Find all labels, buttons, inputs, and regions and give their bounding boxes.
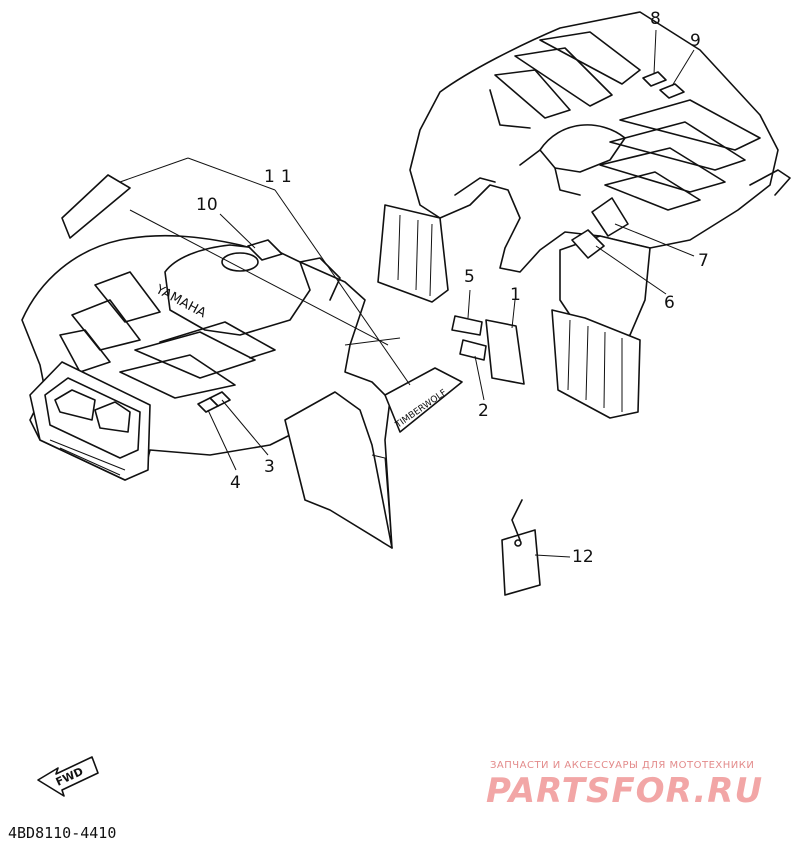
decal-11-timberwolf: TIMBERWOLF [384, 367, 463, 433]
decal-11-left-panel [61, 174, 131, 239]
callout-8: 8 [650, 9, 661, 29]
callout-labels: 1 2 3 4 5 6 7 8 9 10 11 12 [196, 9, 709, 567]
decal-2-shape [459, 339, 487, 361]
part-code: 4BD8110-4410 [8, 824, 116, 842]
callout-1: 1 [510, 285, 521, 305]
decal-6-shape [571, 229, 605, 259]
callout-5: 5 [464, 267, 475, 287]
fwd-arrow-icon: FWD [37, 756, 99, 797]
callout-7: 7 [698, 251, 709, 271]
watermark-brand: PARTSFOR.RU [486, 771, 763, 811]
decal-9-shape [659, 83, 685, 99]
front-fender [21, 234, 393, 549]
callout-12: 12 [572, 547, 594, 567]
callout-6: 6 [664, 293, 675, 313]
callout-11: 11 [264, 167, 298, 187]
watermark-tagline: ЗАПЧАСТИ И АКСЕССУАРЫ ДЛЯ МОТОТЕХНИКИ [490, 760, 754, 771]
decal-10-shape [247, 239, 283, 261]
decal-1-shape [485, 319, 525, 385]
callout-9: 9 [690, 31, 701, 51]
decal-5-shape [451, 315, 483, 336]
callout-10: 10 [196, 195, 218, 215]
callout-4: 4 [230, 473, 241, 493]
callout-2: 2 [478, 401, 489, 421]
tag-12 [501, 499, 541, 596]
watermark: ЗАПЧАСТИ И АКСЕССУАРЫ ДЛЯ МОТОТЕХНИКИ PA… [486, 760, 763, 811]
rear-fender [377, 11, 791, 419]
callout-3: 3 [264, 457, 275, 477]
decal-8-shape [642, 71, 667, 87]
decal-4-shape [197, 397, 219, 413]
decal-7-shape [591, 197, 629, 237]
leader-lines [119, 29, 695, 558]
